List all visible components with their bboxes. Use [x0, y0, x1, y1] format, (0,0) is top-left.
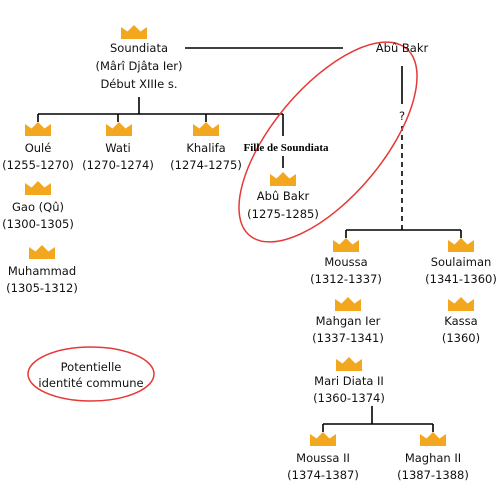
- name: Moussa II: [296, 451, 350, 465]
- crown-icon-abubakr: [270, 172, 296, 186]
- reign: (1387-1388): [397, 468, 469, 482]
- name: Oulé: [25, 141, 52, 155]
- name: Mahgan Ier: [316, 314, 381, 328]
- name: Muhammad: [8, 264, 76, 278]
- common-identity-oval: [238, 41, 418, 243]
- crown-icon-soundiata: [121, 25, 147, 39]
- person-oule: Oulé (1255-1270): [2, 141, 74, 172]
- legend: Potentielle identité commune: [27, 346, 155, 402]
- connectors: [37, 47, 462, 432]
- person-abu-bakr: Abû Bakr (1275-1285): [247, 189, 319, 221]
- person-mahgan: Mahgan Ier (1337-1341): [312, 314, 384, 345]
- person-moussa: Moussa (1312-1337): [310, 255, 382, 286]
- name: Fille de Soundiata: [244, 142, 329, 154]
- person-soundiata: Soundiata (Mârî Djâta Ier) Début XIIIe s…: [95, 41, 182, 91]
- name: Gao (Qû): [12, 200, 64, 214]
- name: Khalifa: [186, 141, 225, 155]
- legend-line-2: identité commune: [38, 376, 143, 390]
- reign: (1270-1274): [82, 158, 154, 172]
- name: Wati: [105, 141, 130, 155]
- uncertain-mark: ?: [399, 109, 405, 123]
- alt-name: (Mârî Djâta Ier): [95, 59, 182, 73]
- person-daughter: Fille de Soundiata: [244, 142, 329, 154]
- reign: (1312-1337): [310, 272, 382, 286]
- person-mari-diata: Mari Diata II (1360-1374): [313, 374, 385, 405]
- name: Soundiata: [110, 41, 168, 55]
- crown-icon-moussa2: [310, 432, 336, 446]
- crown-icon-kassa: [448, 297, 474, 311]
- crown-icon-muhammad: [29, 245, 55, 259]
- crown-icon-khalifa: [193, 122, 219, 136]
- name: Abû Bakr: [376, 41, 429, 55]
- person-soulaiman: Soulaiman (1341-1360): [425, 255, 497, 286]
- reign: (1337-1341): [312, 331, 384, 345]
- person-abu-bakr-father: Abû Bakr ?: [376, 41, 429, 123]
- name: Maghan II: [405, 451, 461, 465]
- person-kassa: Kassa (1360): [442, 314, 480, 345]
- reign: (1274-1275): [170, 158, 242, 172]
- crown-icon-moussa: [333, 238, 359, 252]
- name: Moussa: [324, 255, 367, 269]
- crown-icon-mari-diata: [336, 357, 362, 371]
- name: Mari Diata II: [314, 374, 384, 388]
- person-gao: Gao (Qû) (1300-1305): [2, 200, 74, 231]
- crown-icon-soulaiman: [448, 238, 474, 252]
- reign: (1275-1285): [247, 207, 319, 221]
- reign: (1360-1374): [313, 391, 385, 405]
- person-khalifa: Khalifa (1274-1275): [170, 141, 242, 172]
- period: Début XIIIe s.: [100, 77, 177, 91]
- crown-icon-gao: [25, 181, 51, 195]
- reign: (1341-1360): [425, 272, 497, 286]
- reign: (1360): [442, 331, 480, 345]
- name: Soulaiman: [431, 255, 492, 269]
- reign: (1300-1305): [2, 217, 74, 231]
- reign: (1374-1387): [287, 468, 359, 482]
- name: Abû Bakr: [257, 189, 310, 203]
- crown-icon-wati: [106, 122, 132, 136]
- reign: (1305-1312): [6, 281, 78, 295]
- legend-oval: [27, 346, 155, 402]
- crown-icon-maghan2: [420, 432, 446, 446]
- reign: (1255-1270): [2, 158, 74, 172]
- person-wati: Wati (1270-1274): [82, 141, 154, 172]
- crown-icon-oule: [25, 122, 51, 136]
- person-muhammad: Muhammad (1305-1312): [6, 264, 78, 295]
- person-moussa2: Moussa II (1374-1387): [287, 451, 359, 482]
- person-maghan2: Maghan II (1387-1388): [397, 451, 469, 482]
- crown-icon-mahgan: [335, 297, 361, 311]
- legend-line-1: Potentielle: [61, 360, 122, 374]
- name: Kassa: [444, 314, 477, 328]
